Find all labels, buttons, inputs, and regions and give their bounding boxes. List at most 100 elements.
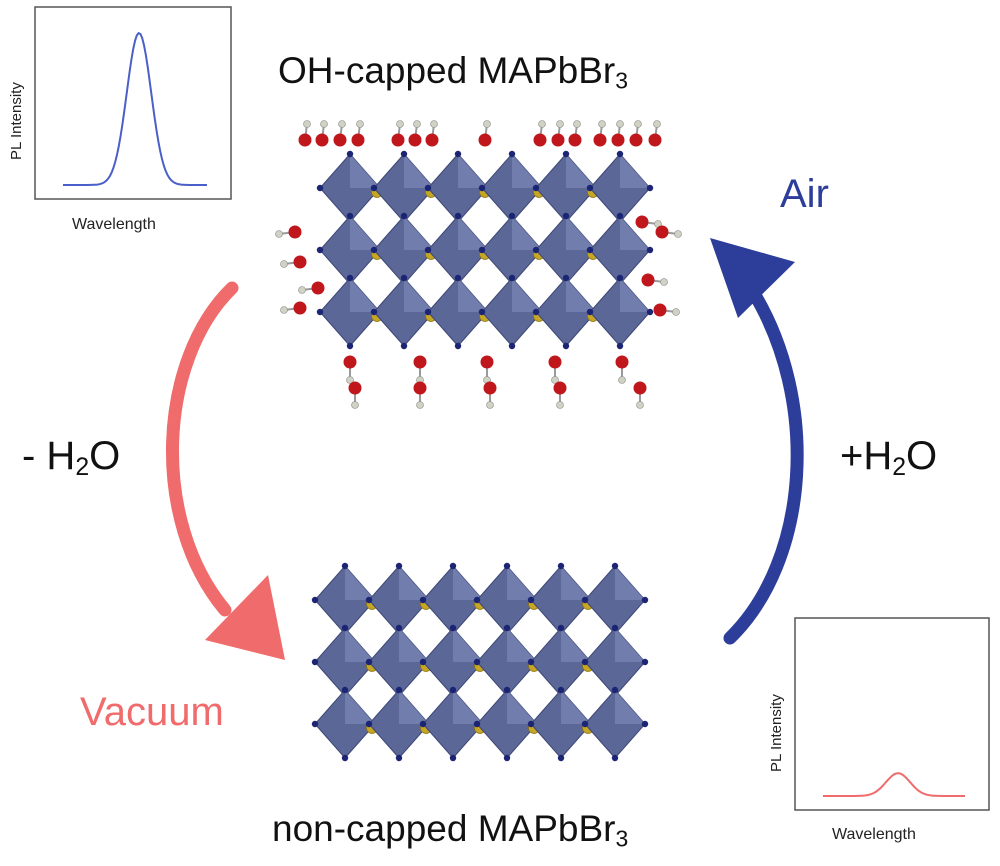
bromide-atom <box>473 658 481 666</box>
oxygen-atom <box>293 255 307 269</box>
octahedron-face <box>620 154 650 188</box>
bromide-atom <box>557 754 565 762</box>
bromide-atom <box>395 624 403 632</box>
pl-curve-strong <box>63 31 207 186</box>
air-label: Air <box>780 172 829 216</box>
bromide-atom <box>562 212 570 220</box>
bromide-atom <box>346 342 354 350</box>
octahedron-face <box>566 278 596 312</box>
oxygen-atom <box>533 133 547 147</box>
bromide-atom <box>532 308 540 316</box>
hydrogen-atom <box>634 120 642 128</box>
octahedron-face <box>399 628 429 662</box>
oxygen-atom <box>655 225 669 239</box>
bromide-atom <box>473 596 481 604</box>
bromide-atom <box>527 720 535 728</box>
bromide-atom <box>341 754 349 762</box>
bromide-atom <box>316 308 324 316</box>
oxygen-atom <box>551 133 565 147</box>
oxygen-atom <box>648 133 662 147</box>
oxygen-atom <box>311 281 325 295</box>
bromide-atom <box>365 658 373 666</box>
bromide-atom <box>562 150 570 158</box>
oxygen-atom <box>615 355 629 369</box>
octahedron-face <box>399 566 429 600</box>
bromide-atom <box>341 624 349 632</box>
octahedron-face <box>350 278 380 312</box>
hydrogen-atom <box>351 401 359 409</box>
bromide-atom <box>586 184 594 192</box>
bromide-atom <box>503 562 511 570</box>
oxygen-atom <box>351 133 365 147</box>
octahedron-face <box>615 628 645 662</box>
oxygen-atom <box>548 355 562 369</box>
octahedron-face <box>507 628 537 662</box>
bromide-atom <box>424 246 432 254</box>
hydrogen-atom <box>674 230 682 238</box>
hydrogen-atom <box>486 401 494 409</box>
hydrogen-atom <box>483 120 491 128</box>
hydrogen-atom <box>338 120 346 128</box>
octahedron-face <box>561 566 591 600</box>
bromide-atom <box>562 342 570 350</box>
bromide-atom <box>508 212 516 220</box>
bromide-atom <box>395 686 403 694</box>
octahedron-face <box>345 690 375 724</box>
octahedron-face <box>512 216 542 250</box>
hydrogen-atom <box>660 278 668 286</box>
bromide-atom <box>341 562 349 570</box>
hydrogen-atom <box>346 376 354 384</box>
oxygen-atom <box>478 133 492 147</box>
octahedron-face <box>507 690 537 724</box>
octahedron-face <box>458 278 488 312</box>
bromide-atom <box>311 596 319 604</box>
oxygen-atom <box>593 133 607 147</box>
bromide-atom <box>586 246 594 254</box>
octahedron-face <box>512 278 542 312</box>
bromide-atom <box>503 624 511 632</box>
bromide-atom <box>611 686 619 694</box>
bromide-atom <box>586 308 594 316</box>
bromide-atom <box>311 720 319 728</box>
hydrogen-atom <box>573 120 581 128</box>
vacuum-label: Vacuum <box>80 690 224 734</box>
oxygen-atom <box>408 133 422 147</box>
hydrogen-atom <box>538 120 546 128</box>
bromide-atom <box>449 754 457 762</box>
hydrogen-atom <box>280 306 288 314</box>
hydration-label: +H2O <box>840 434 938 482</box>
oxygen-atom <box>611 133 625 147</box>
bromide-atom <box>346 150 354 158</box>
bromide-atom <box>316 184 324 192</box>
octahedron-face <box>350 216 380 250</box>
bromide-atom <box>616 342 624 350</box>
octahedron-face <box>404 154 434 188</box>
bromide-atom <box>400 342 408 350</box>
bromide-atom <box>616 274 624 282</box>
bromide-atom <box>532 246 540 254</box>
bromide-atom <box>449 562 457 570</box>
plot-x-axis-label: Wavelength <box>72 216 156 233</box>
hydrogen-atom <box>303 120 311 128</box>
bromide-atom <box>424 308 432 316</box>
bromide-atom <box>508 274 516 282</box>
bromide-atom <box>557 686 565 694</box>
plot-y-axis-label: PL Intensity <box>8 82 25 160</box>
hydrogen-atom <box>556 120 564 128</box>
bromide-atom <box>341 686 349 694</box>
bromide-atom <box>454 212 462 220</box>
octahedron-face <box>458 216 488 250</box>
bromide-atom <box>400 150 408 158</box>
octahedron-face <box>458 154 488 188</box>
oxygen-atom <box>641 273 655 287</box>
bromide-atom <box>611 562 619 570</box>
top-structure-title: OH-capped MAPbBr3 <box>278 50 629 94</box>
octahedron-face <box>453 690 483 724</box>
bromide-atom <box>424 184 432 192</box>
hydrogen-atom <box>413 120 421 128</box>
octahedron-face <box>345 566 375 600</box>
hydrogen-atom <box>551 376 559 384</box>
octahedron-face <box>453 566 483 600</box>
vacuum-arrow <box>166 281 239 617</box>
